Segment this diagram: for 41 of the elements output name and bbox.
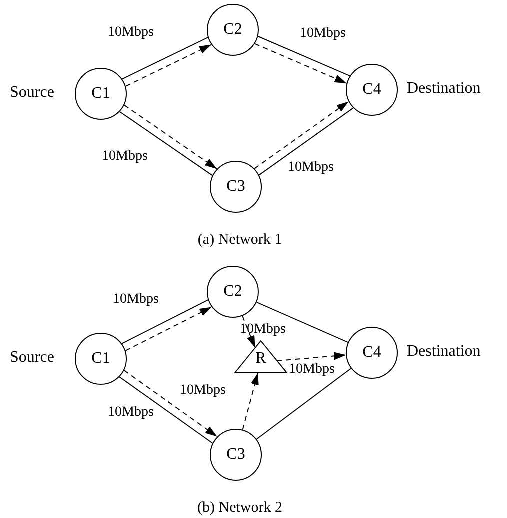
link-line: [258, 36, 350, 77]
edge-label: 10Mbps: [180, 383, 226, 399]
edge-label: 10Mbps: [288, 160, 334, 176]
node-caption: Destination: [407, 80, 481, 98]
link-line: [256, 302, 349, 344]
arrow: [124, 104, 218, 170]
arrow: [242, 316, 256, 348]
link-line: [122, 37, 209, 80]
edge-label: 10Mbps: [289, 362, 335, 378]
figure-caption: (b) Network 2: [198, 500, 282, 517]
node-circle: C2: [207, 4, 259, 56]
arrow: [254, 43, 348, 84]
figure-caption: (a) Network 1: [198, 232, 282, 249]
edge-label: 10Mbps: [108, 405, 154, 421]
node-circle: C1: [75, 68, 127, 120]
arrow: [254, 101, 350, 170]
node-circle: C4: [346, 64, 398, 116]
edge-label: 10Mbps: [113, 292, 159, 308]
arrow: [276, 352, 347, 362]
link-line: [119, 111, 214, 176]
node-circle: C1: [75, 333, 127, 385]
edge-label: 10Mbps: [108, 25, 154, 41]
node-caption: Source: [10, 349, 54, 367]
node-circle: C2: [207, 266, 259, 318]
node-circle: C3: [210, 429, 262, 481]
arrow: [125, 306, 212, 352]
router-triangle: R: [235, 341, 287, 373]
link-line: [122, 300, 209, 344]
arrow: [124, 370, 218, 438]
node-circle: C3: [210, 161, 262, 213]
link-line: [256, 368, 352, 440]
edge-label: 10Mbps: [300, 26, 346, 42]
edge-label: 10Mbps: [240, 322, 286, 338]
arrow: [242, 372, 259, 430]
node-caption: Source: [10, 84, 54, 102]
node-caption: Destination: [407, 343, 481, 361]
arrow: [125, 44, 212, 87]
link-line: [258, 108, 354, 176]
link-line: [119, 376, 214, 444]
node-circle: C4: [346, 327, 398, 379]
edge-label: 10Mbps: [102, 149, 148, 165]
